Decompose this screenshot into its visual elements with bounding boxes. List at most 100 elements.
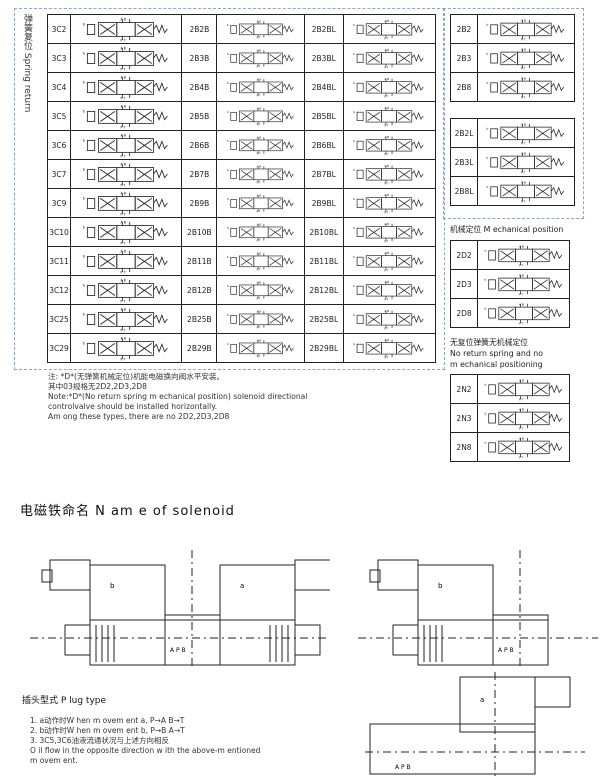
solenoid-b-label: b bbox=[227, 255, 229, 259]
solenoid-b-label: b bbox=[487, 185, 489, 189]
valve-symbol-icon: A BP Tb bbox=[354, 135, 424, 156]
valve-symbol-icon: A BP Tb bbox=[83, 134, 168, 158]
port-ab-label: A B bbox=[385, 106, 390, 110]
plug-items: 1. a动作时W hen m ovem ent a, P→A B→T 2. b动… bbox=[30, 716, 350, 766]
port-pt-label: P T bbox=[256, 239, 260, 243]
model-code: 2D8 bbox=[450, 298, 478, 328]
valve-symbol-icon: A BP Tb bbox=[227, 281, 294, 301]
valve-symbol-icon: A BP Tb bbox=[354, 251, 424, 272]
plug-item: 3. 3C5,3C6油液流通状况与上述方向相反 bbox=[30, 736, 169, 745]
model-code: 2D3 bbox=[450, 269, 478, 299]
solenoid-b-label: b bbox=[83, 109, 85, 113]
solenoid-b-label: b bbox=[484, 441, 486, 445]
solenoid-b-label: b bbox=[354, 197, 356, 201]
port-ab-label: A B bbox=[121, 192, 126, 196]
model-code: 2B6B bbox=[181, 130, 218, 160]
valve-symbol-icon: A BP Tb bbox=[227, 20, 294, 40]
port-ab-label: A B bbox=[518, 436, 523, 440]
port-pt-label: P T bbox=[121, 38, 126, 42]
solenoid-b-label: b bbox=[354, 168, 356, 172]
model-code: 2B12B bbox=[181, 275, 218, 305]
valve-symbol-icon: A BP Tb bbox=[354, 19, 424, 40]
model-code: 2B8L bbox=[450, 176, 478, 206]
valve-symbol-icon: A BP Tb bbox=[227, 78, 294, 98]
port-pt-label: P T bbox=[521, 170, 526, 174]
solenoid-b-label: b bbox=[354, 284, 356, 288]
port-ab-label: A B bbox=[256, 339, 261, 343]
port-ab-label: A B bbox=[518, 407, 523, 411]
model-code: 2N2 bbox=[450, 374, 478, 404]
port-pt-label: P T bbox=[121, 270, 126, 274]
valve-symbol-icon: A BP Tb bbox=[83, 18, 168, 42]
port-ab-label: A B bbox=[121, 134, 126, 138]
port-ab-label: A B bbox=[518, 302, 523, 306]
valve-symbol-icon: A BP Tb bbox=[83, 250, 168, 274]
model-code: 2B25B bbox=[181, 304, 218, 334]
model-code: 2B25BL bbox=[303, 304, 344, 334]
note-line: 注: *D*(无弹簧机械定位)机能电磁换向阀水平安装。 bbox=[48, 372, 225, 381]
solenoid-b-label: b bbox=[227, 342, 229, 346]
label-apb: A P B bbox=[170, 647, 186, 654]
valve-symbol-icon: A BP Tb bbox=[487, 18, 565, 41]
port-pt-label: P T bbox=[385, 123, 389, 127]
port-ab-label: A B bbox=[385, 251, 390, 255]
port-pt-label: P T bbox=[385, 36, 389, 40]
port-ab-label: A B bbox=[256, 136, 261, 140]
valve-symbol-icon: A BP Tb bbox=[354, 222, 424, 243]
nomech-title-en1: No return spring and no bbox=[450, 349, 544, 358]
model-code: 2B9B bbox=[181, 188, 218, 218]
solenoid-b-label: b bbox=[227, 168, 229, 172]
solenoid-b-label: b bbox=[484, 412, 486, 416]
port-ab-label: A B bbox=[385, 48, 390, 52]
solenoid-heading: 电磁铁命名 N am e of solenoid bbox=[20, 504, 235, 519]
valve-symbol-icon: A BP Tb bbox=[484, 378, 562, 401]
solenoid-b-label: b bbox=[227, 81, 229, 85]
plug-item: 2. b动作时W hen m ovem ent b, P→B A→T bbox=[30, 726, 185, 735]
model-code: 3C9 bbox=[47, 188, 71, 218]
label-a: a bbox=[480, 696, 484, 704]
model-code: 2B12BL bbox=[303, 275, 344, 305]
solenoid-b-label: b bbox=[354, 81, 356, 85]
solenoid-b-label: b bbox=[487, 127, 489, 131]
valve-symbol-icon: A BP Tb bbox=[487, 151, 565, 174]
model-code: 3C12 bbox=[47, 275, 71, 305]
model-code: 3C3 bbox=[47, 43, 71, 73]
port-pt-label: P T bbox=[385, 239, 389, 243]
port-ab-label: A B bbox=[256, 281, 261, 285]
port-pt-label: P T bbox=[518, 426, 523, 430]
solenoid-b-label: b bbox=[83, 167, 85, 171]
model-code: 2B5BL bbox=[303, 101, 344, 131]
port-ab-label: A B bbox=[121, 250, 126, 254]
port-ab-label: A B bbox=[385, 222, 390, 226]
model-code: 2N8 bbox=[450, 432, 478, 462]
solenoid-b-label: b bbox=[227, 139, 229, 143]
model-code: 2B10B bbox=[181, 217, 218, 247]
port-pt-label: P T bbox=[385, 181, 389, 185]
port-ab-label: A B bbox=[385, 309, 390, 313]
model-code: 2B3BL bbox=[303, 43, 344, 73]
model-code: 2B3L bbox=[450, 147, 478, 177]
model-code: 3C4 bbox=[47, 72, 71, 102]
solenoid-drawing-double: b a A P B bbox=[30, 550, 330, 670]
port-pt-label: P T bbox=[121, 357, 126, 361]
solenoid-b-label: b bbox=[484, 249, 486, 253]
solenoid-drawing-side: a A P B bbox=[365, 672, 585, 780]
model-code: 3C7 bbox=[47, 159, 71, 189]
solenoid-b-label: b bbox=[487, 81, 489, 85]
